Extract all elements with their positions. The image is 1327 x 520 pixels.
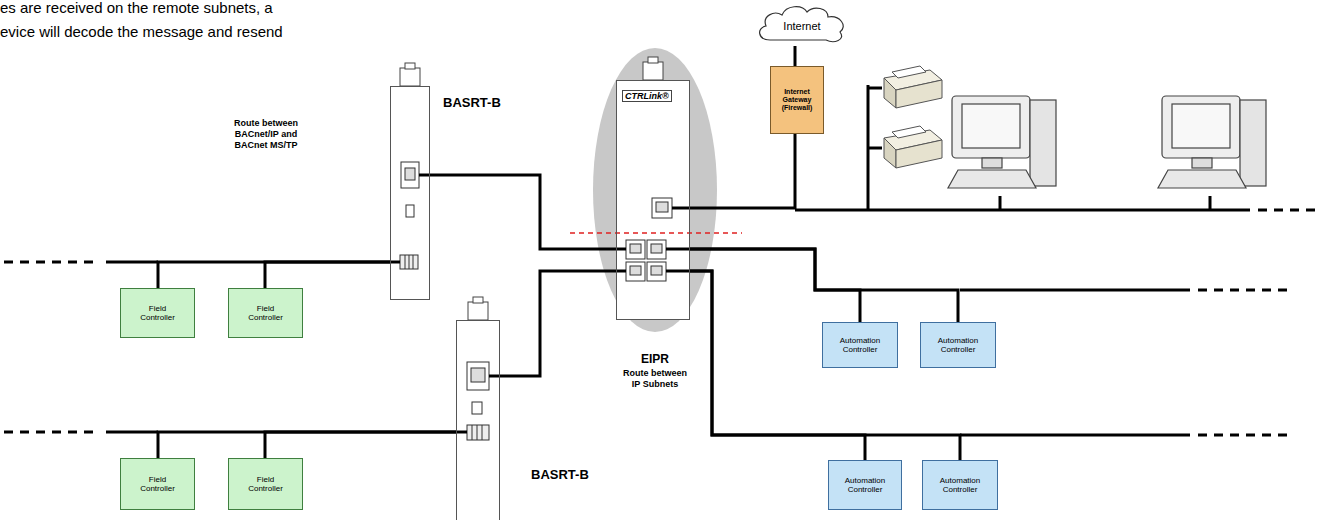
box-label: Automation Controller <box>929 336 987 354</box>
device-label: BASRT-B <box>531 467 589 482</box>
box-label: Automation Controller <box>931 476 989 494</box>
device-port <box>400 162 672 440</box>
field-controller-box: Field Controller <box>228 458 303 510</box>
network-cable <box>265 432 456 458</box>
network-cable <box>158 262 390 288</box>
network-cable <box>265 262 390 288</box>
network-cable <box>690 134 795 208</box>
brand-logo: CTRLink® <box>622 90 672 102</box>
automation-controller-box: Automation Controller <box>920 322 996 368</box>
device-body <box>390 86 430 300</box>
highlight-ellipse <box>593 48 717 332</box>
box-label: Field Controller <box>237 475 295 493</box>
box-label: Field Controller <box>237 304 295 322</box>
automation-controller-box: Automation Controller <box>922 460 998 510</box>
device-body <box>456 320 500 520</box>
box-label: Field Controller <box>129 304 187 322</box>
route-note: Route between IP Subnets <box>618 368 692 390</box>
computer-icon <box>948 96 1266 188</box>
device-label: BASRT-B <box>443 95 501 110</box>
network-cable <box>690 249 860 322</box>
network-cable <box>690 249 958 322</box>
body-text: es are received on the remote subnets, a… <box>0 0 285 44</box>
field-controller-box: Field Controller <box>120 458 195 510</box>
gateway-box: Internet Gateway (Firewall) <box>770 66 824 134</box>
field-controller-box: Field Controller <box>228 288 303 338</box>
route-note: Route between BACnet/IP and BACnet MS/TP <box>226 118 306 151</box>
network-cable <box>158 432 456 458</box>
network-cable <box>430 175 616 249</box>
printer-icon <box>884 66 942 168</box>
cloud-label: Internet <box>783 20 820 32</box>
internet-cloud: Internet <box>752 2 852 46</box>
device-box: BASRT-B <box>456 320 500 520</box>
box-label: Automation Controller <box>831 336 889 354</box>
network-cable <box>795 46 796 66</box>
bus-wire <box>106 85 1250 435</box>
automation-controller-box: Automation Controller <box>828 460 902 510</box>
network-cable <box>500 271 616 376</box>
field-controller-box: Field Controller <box>120 288 195 338</box>
device-body <box>616 80 690 320</box>
bus-continuation <box>4 210 1322 435</box>
box-label: Internet Gateway (Firewall) <box>772 88 822 112</box>
box-label: Automation Controller <box>836 476 894 494</box>
automation-controller-box: Automation Controller <box>822 322 898 368</box>
device-box: BASRT-B <box>390 86 430 300</box>
box-label: Field Controller <box>129 475 187 493</box>
boundary-line <box>570 232 742 234</box>
router-device: CTRLink® <box>616 80 690 320</box>
device-label: EIPR <box>625 352 685 366</box>
